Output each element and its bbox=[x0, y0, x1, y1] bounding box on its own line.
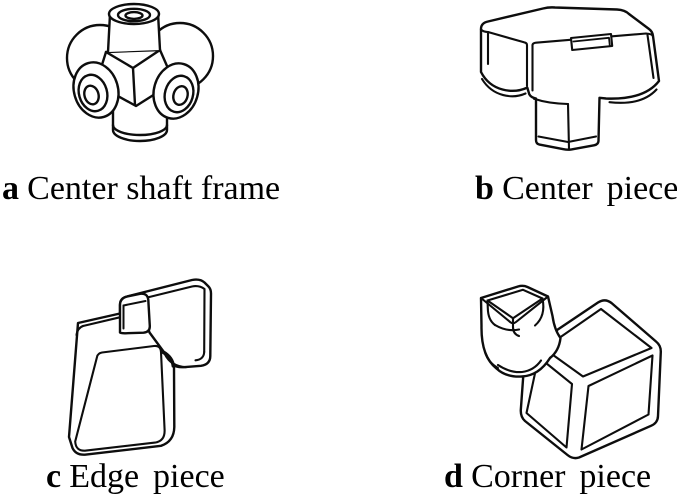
center-shaft-frame-illustration bbox=[64, 0, 216, 156]
hollow-socket bbox=[481, 286, 561, 377]
top-boss bbox=[108, 4, 160, 52]
cap-edge-lines bbox=[481, 30, 657, 105]
panel-b-prefix: b bbox=[475, 170, 494, 207]
panel-a-caption: Center shaft frame bbox=[27, 170, 281, 207]
edge-piece-illustration bbox=[46, 264, 218, 462]
panel-c-prefix: c bbox=[46, 458, 62, 495]
panel-a-prefix: a bbox=[2, 170, 19, 207]
corner-piece-illustration bbox=[462, 264, 666, 464]
panel-b-caption: Center piece bbox=[502, 170, 677, 207]
left-boss bbox=[67, 57, 125, 123]
right-boss bbox=[147, 58, 205, 124]
slot bbox=[571, 34, 612, 50]
panel-c-caption: Edge piece bbox=[69, 458, 225, 495]
arm-tab bbox=[120, 294, 150, 334]
cap-and-stem-outline bbox=[481, 7, 659, 149]
center-piece-illustration bbox=[468, 2, 664, 154]
stem-lines bbox=[539, 104, 597, 149]
notch-curve bbox=[165, 354, 186, 367]
cube-block bbox=[69, 309, 174, 455]
panel-d-caption: Corner piece bbox=[471, 458, 652, 495]
panel-d-prefix: d bbox=[444, 458, 463, 495]
